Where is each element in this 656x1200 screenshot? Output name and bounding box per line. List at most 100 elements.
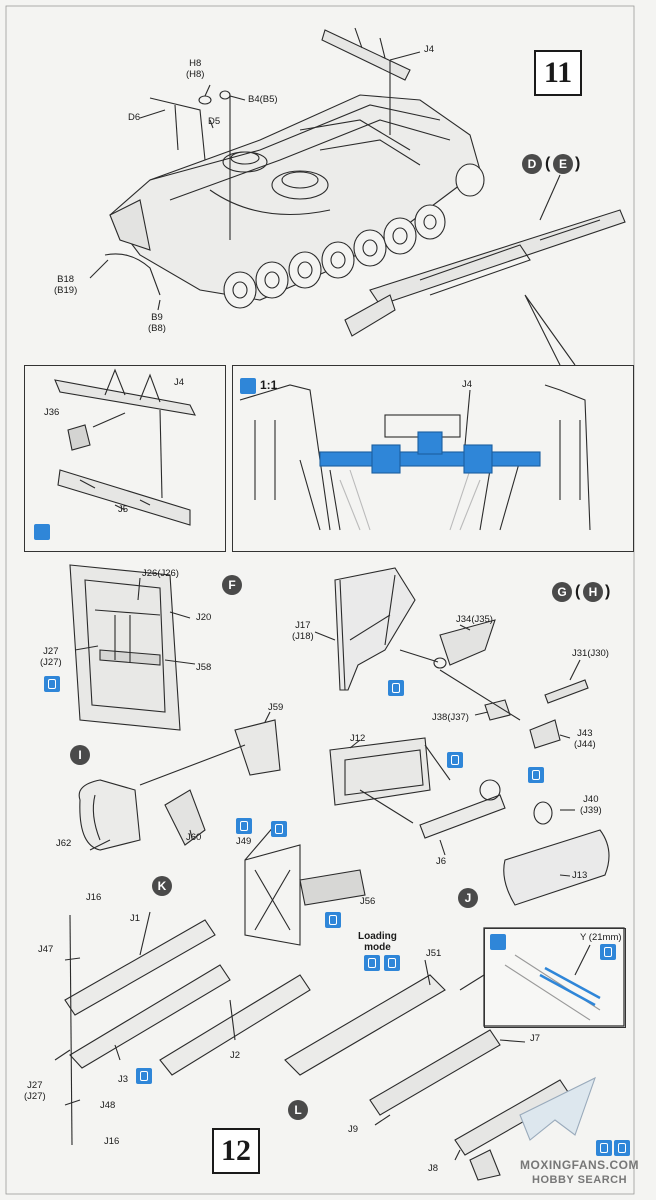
part-label-j36: J36 bbox=[44, 407, 60, 418]
scale-label: 1:1 bbox=[260, 378, 278, 392]
part-label-j59: J59 bbox=[268, 702, 284, 713]
inset-j4-j5 bbox=[54, 368, 196, 526]
step-12-box: 12 bbox=[212, 1128, 260, 1174]
part-label-h8-line2: (H8) bbox=[186, 69, 205, 80]
glue-icon bbox=[528, 767, 544, 783]
part-label-j12: J12 bbox=[350, 733, 366, 744]
glue-icon bbox=[388, 680, 404, 696]
part-label-j26: J26(J26) bbox=[142, 568, 179, 579]
part-label-h8-line1: H8 bbox=[189, 58, 202, 69]
brush-icon bbox=[240, 378, 256, 394]
part-label-j9: J9 bbox=[348, 1124, 359, 1135]
part-label-b4: B4(B5) bbox=[248, 94, 278, 105]
part-label-j13: J13 bbox=[572, 870, 588, 881]
part-label-j7: J7 bbox=[530, 1033, 541, 1044]
hatch-icon bbox=[600, 944, 616, 960]
glue-icon bbox=[271, 821, 287, 837]
part-label-j48: J48 bbox=[100, 1100, 116, 1111]
part-label-j17: J17 (J18) bbox=[292, 620, 314, 642]
part-label-j40-line1: J40 bbox=[583, 794, 599, 805]
part-label-j51: J51 bbox=[426, 948, 442, 959]
part-label-b18-line2: (B19) bbox=[54, 285, 78, 296]
part-label-j47: J47 bbox=[38, 944, 54, 955]
brush-icon bbox=[34, 524, 50, 540]
part-label-j27a: J27 (J27) bbox=[40, 646, 62, 668]
part-label-j62: J62 bbox=[56, 838, 72, 849]
part-label-j38: J38(J37) bbox=[432, 712, 469, 723]
part-label-d6: D6 bbox=[128, 112, 141, 123]
part-label-j27b-line1: J27 bbox=[27, 1080, 43, 1091]
part-label-j2: J2 bbox=[230, 1050, 241, 1061]
part-label-b18-line1: B18 bbox=[57, 274, 75, 285]
part-label-h8: H8 (H8) bbox=[186, 58, 204, 80]
part-label-j34: J34(J35) bbox=[456, 614, 493, 625]
part-label-j5: J5 bbox=[118, 504, 129, 515]
part-label-y: Y (21mm) bbox=[580, 932, 622, 943]
part-label-b18: B18 (B19) bbox=[54, 274, 77, 296]
part-label-j27b: J27 (J27) bbox=[24, 1080, 46, 1102]
marker-f: F bbox=[222, 575, 242, 595]
part-label-j56: J56 bbox=[360, 896, 376, 907]
part-label-j16a: J16 bbox=[86, 892, 102, 903]
part-label-j60: J60 bbox=[186, 832, 202, 843]
f-assembly bbox=[69, 564, 196, 731]
part-label-j27a-line2: (J27) bbox=[40, 657, 62, 668]
part-label-b9-line1: B9 bbox=[151, 312, 163, 323]
glue-icon bbox=[447, 752, 463, 768]
part-label-j27a-line1: J27 bbox=[43, 646, 59, 657]
part-label-j16b: J16 bbox=[104, 1136, 120, 1147]
marker-h-close: ) bbox=[605, 583, 611, 600]
tank-hull-drawing bbox=[89, 27, 626, 366]
part-label-j20: J20 bbox=[196, 612, 212, 623]
watermark-line2: HOBBY SEARCH bbox=[532, 1174, 628, 1186]
part-label-j43-line2: (J44) bbox=[574, 739, 596, 750]
part-label-j3: J3 bbox=[118, 1074, 129, 1085]
gh-assembly bbox=[314, 567, 589, 749]
inset-panel-y bbox=[484, 928, 626, 1028]
part-label-j49: J49 bbox=[236, 836, 252, 847]
part-label-j4-top: J4 bbox=[424, 44, 435, 55]
loading-mode-line1: Loading bbox=[358, 931, 397, 942]
inset-panel-scale bbox=[232, 365, 634, 552]
part-label-j4-inset: J4 bbox=[174, 377, 185, 388]
marker-h-open: ( bbox=[575, 583, 581, 600]
marker-h: H bbox=[583, 582, 603, 602]
marker-j: J bbox=[458, 888, 478, 908]
brush-icon bbox=[490, 934, 506, 950]
watermark-line1: MOXINGFANS.COM bbox=[520, 1158, 640, 1172]
marker-e-close: ) bbox=[575, 155, 581, 172]
loading-mode-line2: mode bbox=[364, 942, 391, 953]
i-assembly bbox=[78, 711, 281, 851]
marker-i: I bbox=[70, 745, 90, 765]
glue-icon bbox=[236, 818, 252, 834]
part-label-j1: J1 bbox=[130, 913, 141, 924]
marker-e-open: ( bbox=[545, 155, 551, 172]
j-assembly bbox=[329, 737, 610, 906]
glue-icon bbox=[596, 1140, 612, 1156]
part-label-j4-scale: J4 bbox=[462, 379, 473, 390]
glue-icon bbox=[384, 955, 400, 971]
part-label-d5: D5 bbox=[208, 116, 221, 127]
blue-j4-part bbox=[319, 431, 541, 474]
glue-icon bbox=[136, 1068, 152, 1084]
part-label-j43-line1: J43 bbox=[577, 728, 593, 739]
part-label-j17-line1: J17 bbox=[295, 620, 311, 631]
step-11-box: 11 bbox=[534, 50, 582, 96]
part-label-j40: J40 (J39) bbox=[580, 794, 602, 816]
part-label-j43: J43 (J44) bbox=[574, 728, 596, 750]
part-label-b9: B9 (B8) bbox=[148, 312, 166, 334]
marker-l: L bbox=[288, 1100, 308, 1120]
part-label-b9-line2: (B8) bbox=[148, 323, 166, 334]
glue-icon bbox=[44, 676, 60, 692]
marker-d: D bbox=[522, 154, 542, 174]
marker-g: G bbox=[552, 582, 572, 602]
inset-panel-j4 bbox=[24, 365, 226, 552]
glue-icon bbox=[364, 955, 380, 971]
glue-icon bbox=[325, 912, 341, 928]
part-label-j40-line2: (J39) bbox=[580, 805, 602, 816]
part-label-j8: J8 bbox=[428, 1163, 439, 1174]
part-label-j17-line2: (J18) bbox=[292, 631, 314, 642]
marker-k: K bbox=[152, 876, 172, 896]
